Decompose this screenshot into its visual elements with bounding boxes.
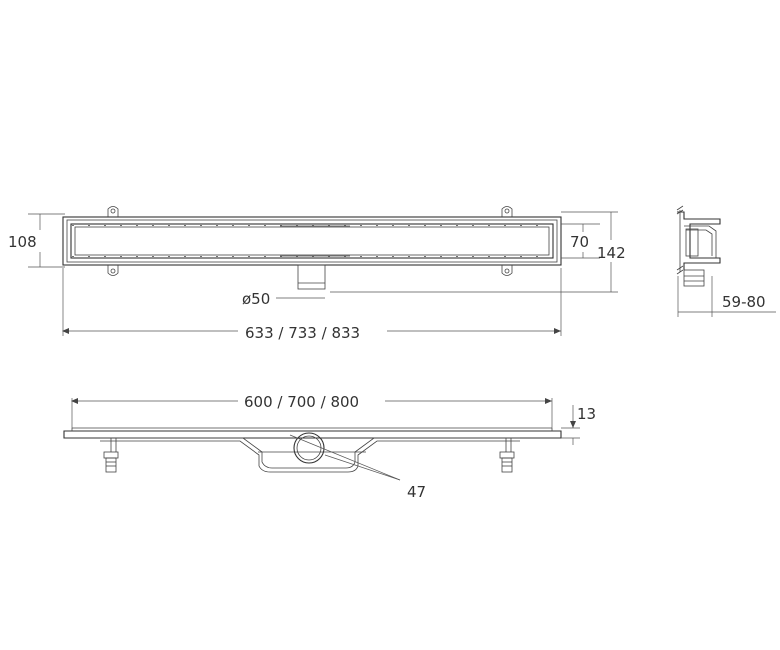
grate-length-label: 600 / 700 / 800 — [244, 393, 359, 411]
dimension-grate-height — [28, 213, 65, 268]
dimension-body-height — [561, 223, 600, 259]
outlet-leader-line — [289, 434, 401, 481]
dimension-side-width — [677, 276, 776, 317]
outlet-offset-label: 47 — [407, 483, 426, 501]
total-length-label: 633 / 733 / 833 — [245, 324, 360, 342]
body-height-label: 70 — [570, 233, 589, 251]
top-view — [62, 206, 562, 290]
dimension-total-length — [62, 268, 562, 336]
dimension-grate-length — [71, 398, 553, 428]
dimension-flange-height — [561, 405, 580, 445]
outlet-diameter-label: ø50 — [242, 290, 270, 308]
side-section-view — [676, 205, 721, 287]
grate-height-label: 108 — [8, 233, 37, 251]
flange-height-label: 13 — [577, 405, 596, 423]
dimension-total-height — [330, 211, 618, 293]
front-view — [63, 427, 562, 473]
total-height-label: 142 — [597, 244, 626, 262]
side-width-label: 59-80 — [722, 293, 766, 311]
